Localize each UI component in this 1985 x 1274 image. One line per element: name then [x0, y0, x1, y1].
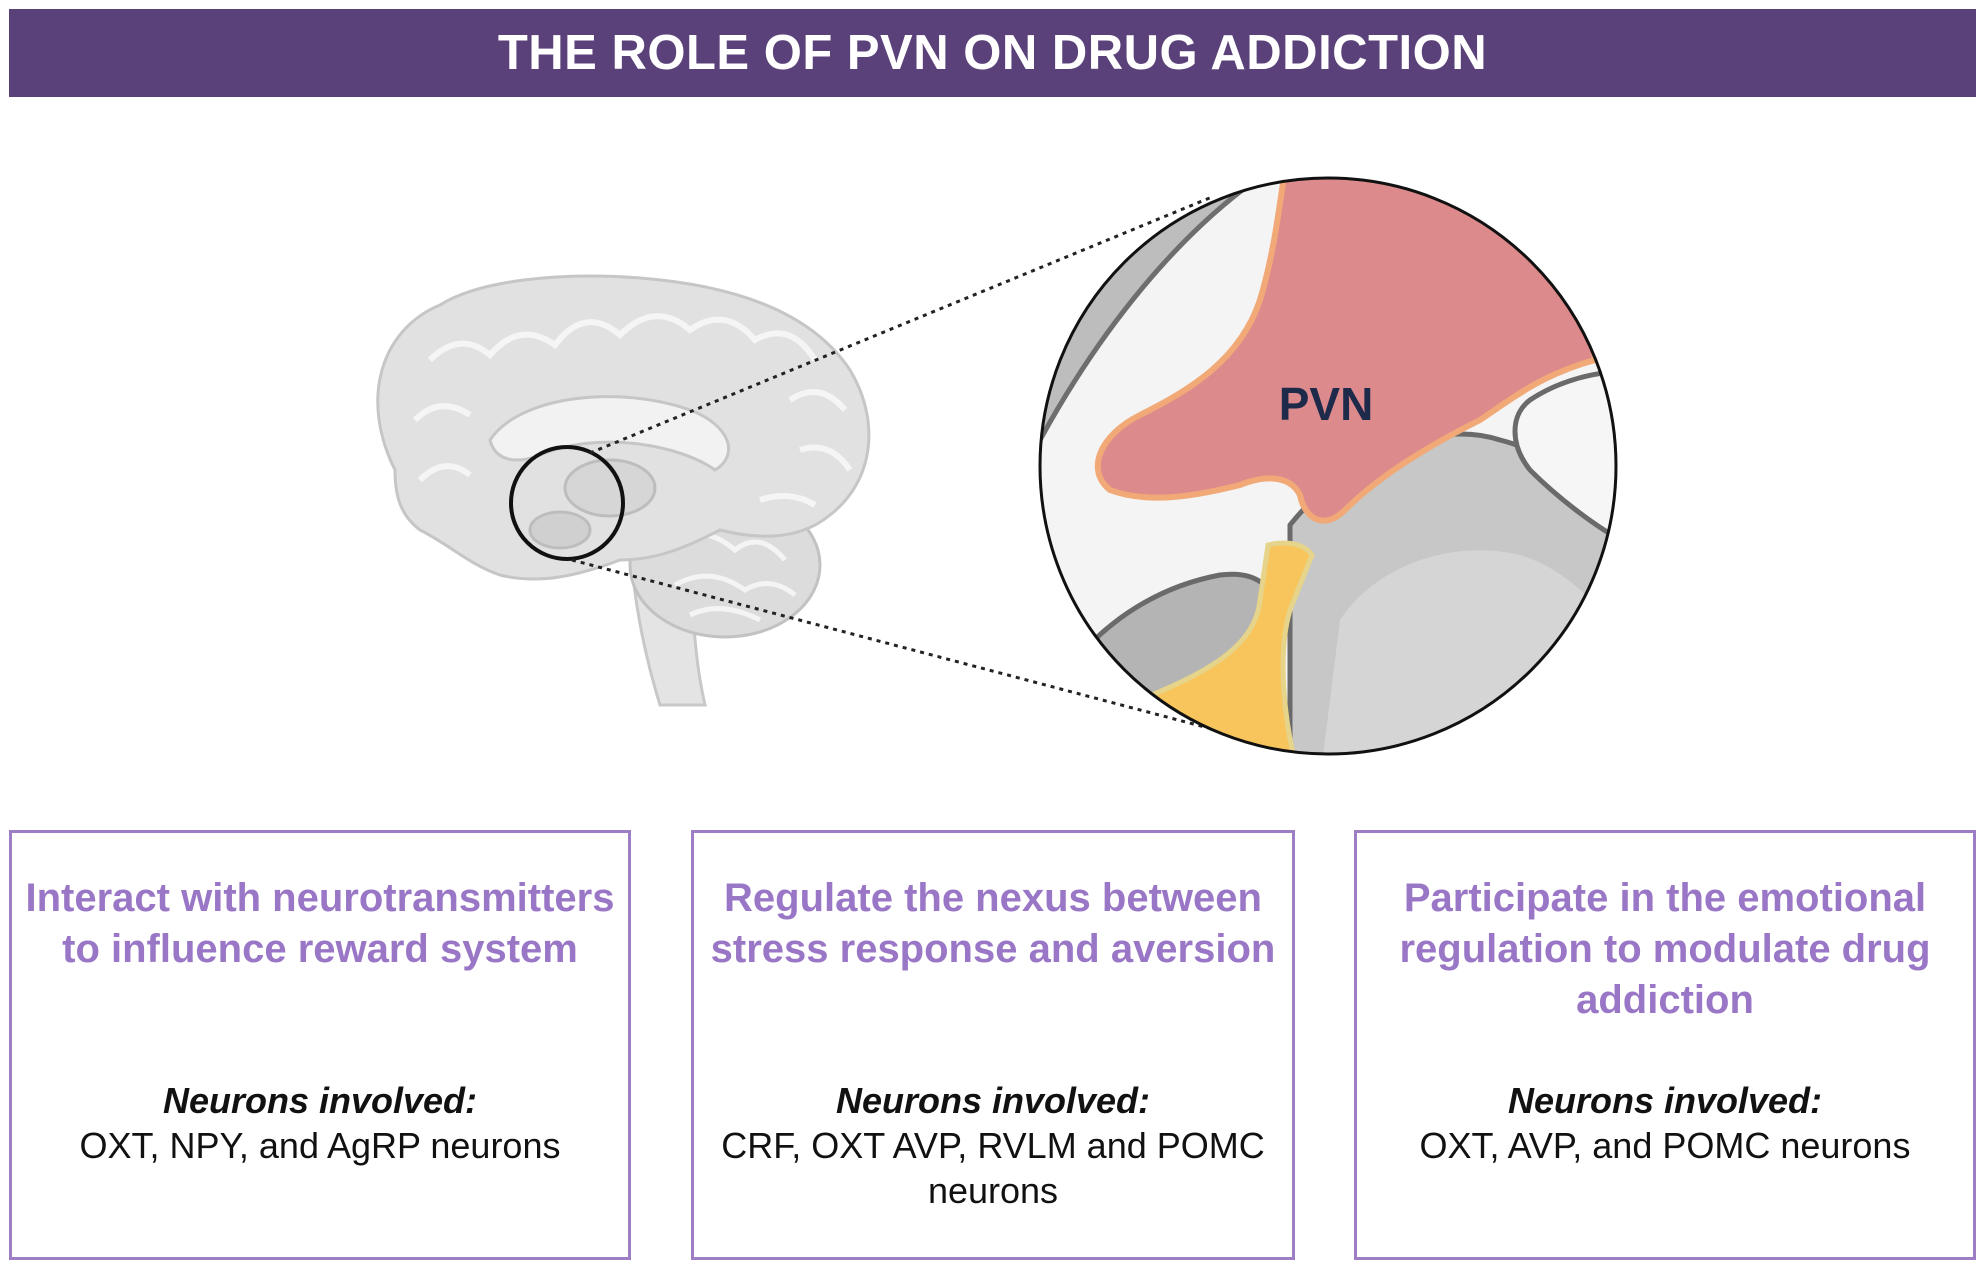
pvn-label: PVN — [1279, 378, 1374, 430]
title-banner: THE ROLE OF PVN ON DRUG ADDICTION — [9, 9, 1976, 97]
brain-illustration: PVN — [376, 176, 1618, 756]
role-card-2: Regulate the nexus between stress respon… — [691, 830, 1295, 1260]
highlight-circle — [509, 445, 625, 561]
role-card-3: Participate in the emotional regulation … — [1354, 830, 1976, 1260]
zoom-circle — [1040, 178, 1616, 754]
card-heading: Regulate the nexus between stress respon… — [710, 876, 1276, 971]
card-body: OXT, NPY, and AgRP neurons — [79, 1125, 561, 1166]
card-subheading: Neurons involved: — [835, 1080, 1151, 1121]
card-body: CRF, OXT AVP, RVLM and POMC neurons — [721, 1125, 1265, 1211]
connector-line-bottom — [571, 558, 1217, 732]
connector-line-top — [589, 195, 1213, 455]
role-card-1: Interact with neurotransmitters to influ… — [9, 830, 631, 1260]
page-title: THE ROLE OF PVN ON DRUG ADDICTION — [497, 26, 1488, 80]
card-body: OXT, AVP, and POMC neurons — [1419, 1125, 1911, 1166]
card-subheading: Neurons involved: — [162, 1080, 478, 1121]
card-heading: Interact with neurotransmitters to influ… — [25, 876, 615, 971]
brain-sagittal — [376, 274, 871, 707]
card-subheading: Neurons involved: — [1507, 1080, 1823, 1121]
card-heading: Participate in the emotional regulation … — [1399, 876, 1931, 1022]
